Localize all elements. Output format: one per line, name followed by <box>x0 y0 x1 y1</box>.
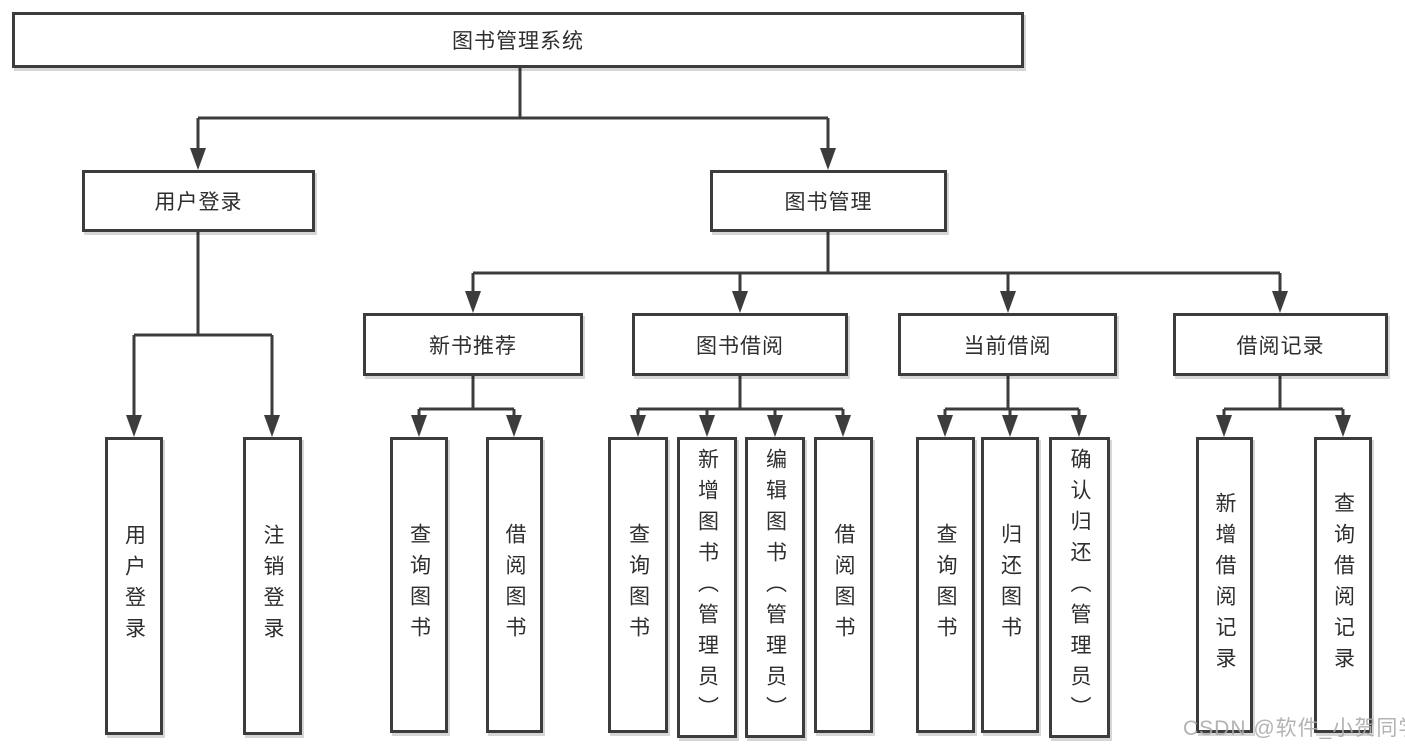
arrowhead-icon <box>411 415 427 437</box>
leaf-confirm-return-admin: 确认归还（管理员） <box>1049 437 1110 738</box>
leaf-recommend-query-book-label: 查询图书 <box>407 523 431 647</box>
arrowhead-icon <box>190 148 206 170</box>
arrowhead-icon <box>835 415 851 437</box>
arrowhead-icon <box>126 415 142 437</box>
leaf-confirm-return-admin-label: 确认归还（管理员） <box>1068 448 1091 727</box>
leaf-add-book-admin: 新增图书（管理员） <box>677 437 737 738</box>
node-current-borrow: 当前借阅 <box>898 313 1117 376</box>
leaf-recommend-query-book: 查询图书 <box>390 437 448 733</box>
leaf-add-borrow-record-label: 新增借阅记录 <box>1213 492 1236 678</box>
arrowhead-icon <box>630 415 646 437</box>
arrowhead-icon <box>1071 415 1087 437</box>
csdn-watermark: CSDN @软件_小贺同学 <box>1183 717 1405 740</box>
leaf-logout-label: 注销登录 <box>261 524 284 648</box>
leaf-query-borrow-record-label: 查询借阅记录 <box>1331 492 1355 678</box>
leaf-borrow-borrow-book-label: 借阅图书 <box>832 523 855 647</box>
connector-borrow-record-to-leaves <box>1216 376 1351 437</box>
leaf-current-query-book-label: 查询图书 <box>934 523 957 647</box>
connector-book-borrow-to-leaves <box>630 376 851 437</box>
leaf-borrow-query-book-label: 查询图书 <box>626 523 650 647</box>
node-borrow-record: 借阅记录 <box>1173 313 1388 376</box>
leaf-return-book-label: 归还图书 <box>998 523 1022 647</box>
arrowhead-icon <box>820 148 836 170</box>
arrowhead-icon <box>1335 415 1351 437</box>
connector-current-borrow-to-leaves <box>937 376 1087 437</box>
connector-root-to-level2 <box>190 68 836 170</box>
leaf-edit-book-admin: 编辑图书（管理员） <box>745 437 805 738</box>
connector-user-login-to-leaves <box>126 232 280 437</box>
arrowhead-icon <box>1216 415 1232 437</box>
arrowhead-icon <box>506 415 522 437</box>
leaf-recommend-borrow-book: 借阅图书 <box>486 437 543 733</box>
leaf-current-query-book: 查询图书 <box>916 437 975 733</box>
arrowhead-icon <box>732 291 748 313</box>
node-user-login: 用户登录 <box>82 170 315 232</box>
connector-book-mgmt-to-level3 <box>465 232 1288 313</box>
node-root-label: 图书管理系统 <box>452 30 584 53</box>
node-book-management: 图书管理 <box>710 170 947 232</box>
leaf-user-login-label: 用户登录 <box>122 524 146 648</box>
leaf-add-borrow-record: 新增借阅记录 <box>1196 437 1253 733</box>
arrowhead-icon <box>937 415 953 437</box>
arrowhead-icon <box>1272 291 1288 313</box>
connector-new-rec-to-leaves <box>411 376 522 437</box>
arrowhead-icon <box>699 415 715 437</box>
node-borrow-record-label: 借阅记录 <box>1236 334 1325 358</box>
leaf-borrow-query-book: 查询图书 <box>608 437 668 733</box>
node-book-management-label: 图书管理 <box>784 191 873 214</box>
node-current-borrow-label: 当前借阅 <box>963 334 1052 358</box>
arrowhead-icon <box>264 415 280 437</box>
node-new-book-recommend-label: 新书推荐 <box>429 334 517 358</box>
leaf-return-book: 归还图书 <box>981 437 1039 733</box>
arrowhead-icon <box>465 291 481 313</box>
node-root: 图书管理系统 <box>12 12 1024 68</box>
arrowhead-icon <box>767 415 783 437</box>
leaf-logout: 注销登录 <box>243 437 302 735</box>
node-user-login-label: 用户登录 <box>154 191 243 214</box>
leaf-user-login: 用户登录 <box>105 437 163 735</box>
leaf-borrow-borrow-book: 借阅图书 <box>814 437 873 733</box>
leaf-query-borrow-record: 查询借阅记录 <box>1314 437 1372 733</box>
leaf-edit-book-admin-label: 编辑图书（管理员） <box>763 448 787 727</box>
leaf-add-book-admin-label: 新增图书（管理员） <box>695 448 719 727</box>
node-book-borrow-label: 图书借阅 <box>696 334 784 358</box>
arrowhead-icon <box>1000 291 1016 313</box>
leaf-recommend-borrow-book-label: 借阅图书 <box>503 523 526 647</box>
arrowhead-icon <box>1002 415 1018 437</box>
node-new-book-recommend: 新书推荐 <box>363 313 583 376</box>
node-book-borrow: 图书借阅 <box>632 313 848 376</box>
